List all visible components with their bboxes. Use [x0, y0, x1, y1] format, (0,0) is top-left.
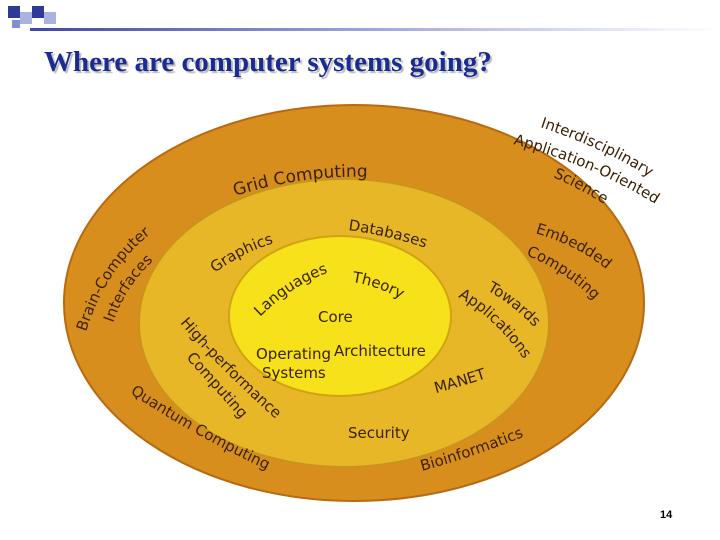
corner-square-decoration [44, 12, 56, 24]
label-systems: Systems [262, 364, 326, 382]
title-underline-decoration [30, 28, 720, 31]
page-number: 14 [660, 509, 673, 521]
corner-square-decoration [20, 12, 32, 24]
label-operating: Operating [256, 345, 331, 363]
label-security: Security [348, 424, 410, 442]
core-circle [228, 235, 452, 397]
corner-square-decoration [32, 6, 44, 18]
slide-title: Where are computer systems going? [44, 46, 492, 78]
corner-square-decoration [12, 20, 20, 28]
label-core: Core [318, 308, 353, 326]
label-architecture: Architecture [334, 342, 426, 360]
corner-square-decoration [8, 6, 20, 18]
